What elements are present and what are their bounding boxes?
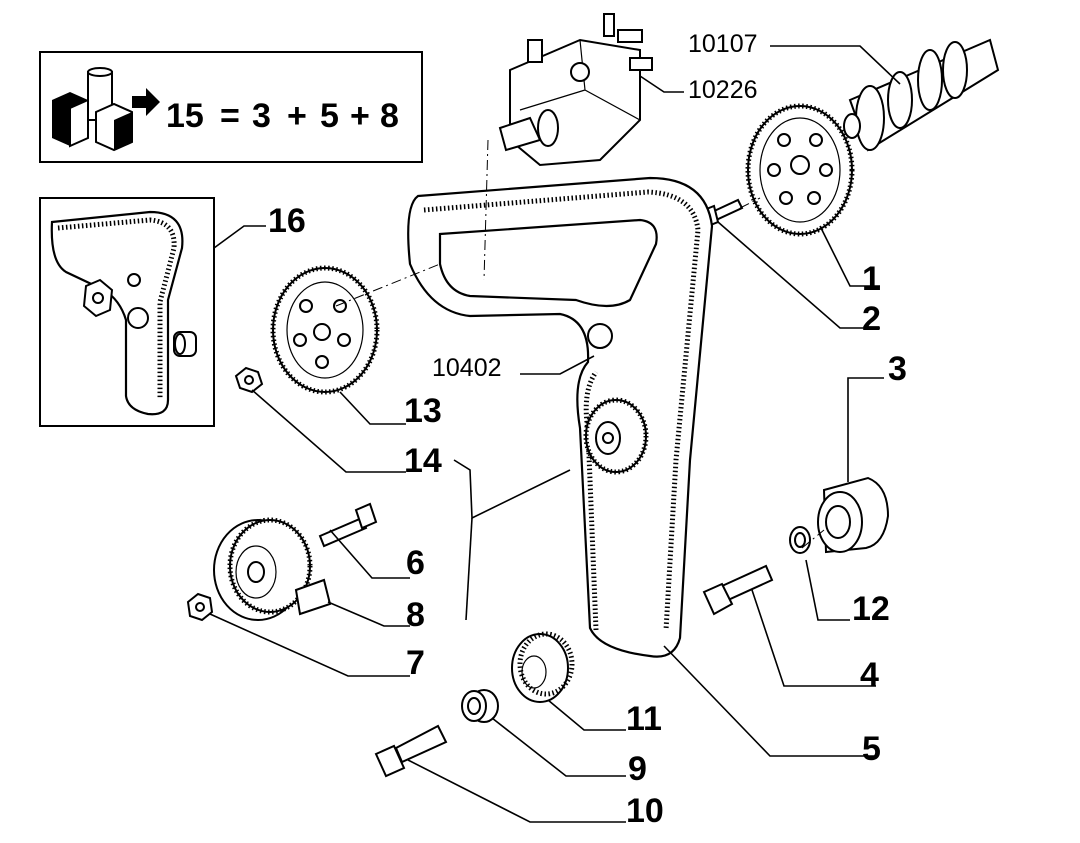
callout-14: 14 bbox=[404, 442, 442, 480]
callout-6: 6 bbox=[406, 544, 425, 582]
ref-10402: 10402 bbox=[432, 354, 502, 382]
callout-3: 3 bbox=[888, 350, 907, 388]
bolt-10 bbox=[374, 724, 448, 778]
camshaft bbox=[843, 38, 1000, 152]
nut-14 bbox=[234, 366, 264, 394]
formula-term-c: 8 bbox=[380, 97, 399, 135]
formula-equals: = bbox=[220, 97, 240, 135]
parts-kit-icon bbox=[52, 67, 160, 152]
callout-1: 1 bbox=[862, 260, 881, 298]
washer-12 bbox=[789, 526, 811, 554]
formula-term-b: 5 bbox=[320, 97, 339, 135]
formula-plus-2: + bbox=[350, 97, 370, 135]
callout-10: 10 bbox=[626, 792, 664, 830]
camshaft-pulley bbox=[745, 103, 855, 237]
formula-lhs: 15 bbox=[166, 97, 204, 135]
kit-formula-box: 15 = 3 + 5 + 8 bbox=[39, 51, 423, 163]
timing-belt bbox=[407, 176, 714, 658]
callout-8: 8 bbox=[406, 596, 425, 634]
callout-16: 16 bbox=[268, 202, 306, 240]
fuel-injection-pump bbox=[498, 13, 653, 167]
callout-2: 2 bbox=[862, 300, 881, 338]
crankshaft-pulley bbox=[511, 631, 575, 703]
belt-idler-roller bbox=[583, 397, 649, 475]
formula-term-a: 3 bbox=[252, 97, 271, 135]
callout-5: 5 bbox=[862, 730, 881, 768]
idler-roller-3 bbox=[817, 476, 890, 554]
alignment-lines bbox=[335, 139, 825, 549]
nut-7 bbox=[186, 592, 214, 622]
inset-belt-kit bbox=[39, 197, 215, 427]
ref-10226: 10226 bbox=[688, 76, 758, 104]
inset-pump-flange bbox=[82, 278, 114, 318]
pump-pulley bbox=[270, 265, 380, 395]
callout-4: 4 bbox=[860, 656, 879, 694]
spacer-9 bbox=[461, 689, 499, 723]
callout-12: 12 bbox=[852, 590, 890, 628]
callout-9: 9 bbox=[628, 750, 647, 788]
callout-11: 11 bbox=[626, 700, 662, 738]
bolt-6 bbox=[318, 502, 378, 548]
formula-plus-1: + bbox=[287, 97, 307, 135]
belt-tensioner bbox=[213, 517, 332, 621]
callout-13: 13 bbox=[404, 392, 442, 430]
callout-7: 7 bbox=[406, 644, 425, 682]
bolt-4 bbox=[702, 564, 774, 616]
leader-lines bbox=[209, 45, 901, 823]
ref-10107: 10107 bbox=[688, 30, 758, 58]
